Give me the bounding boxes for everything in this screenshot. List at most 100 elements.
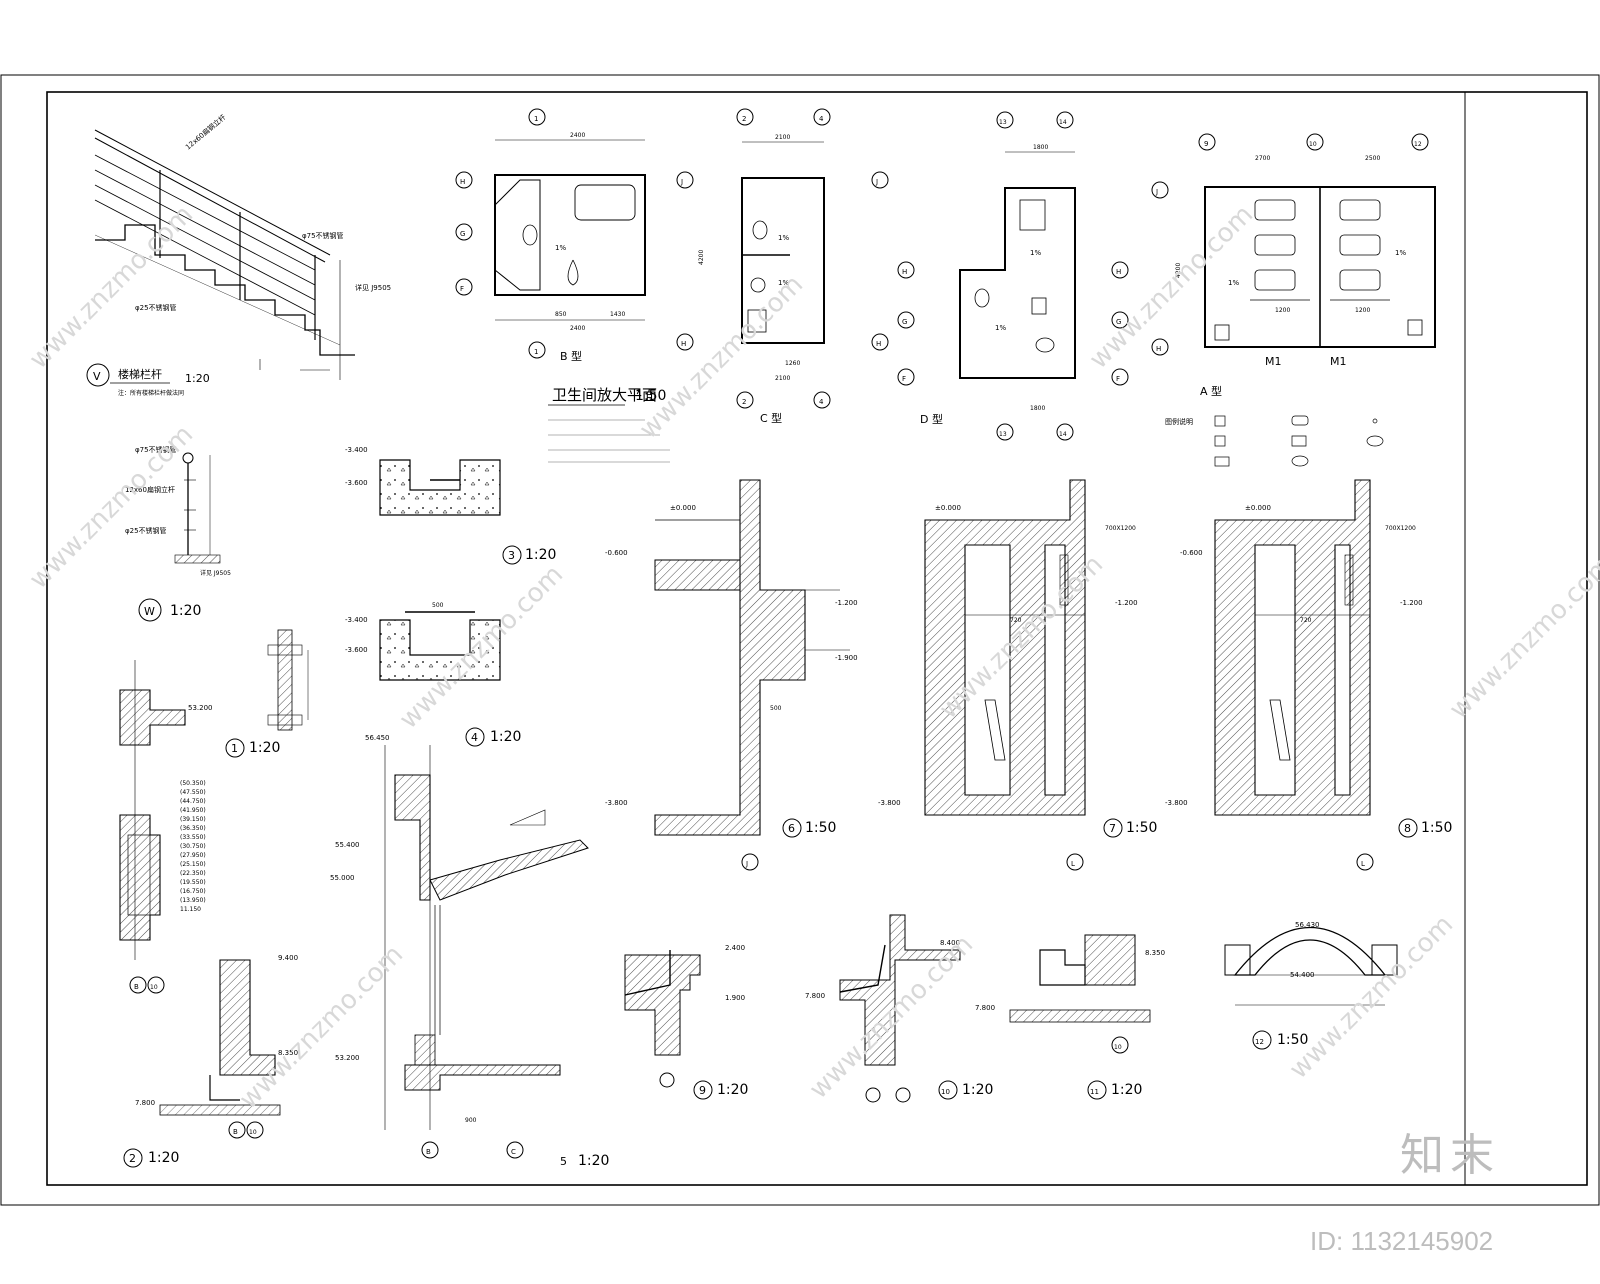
planb-axis-f: F [460, 285, 464, 293]
d6-elev-38: -3.800 [605, 799, 628, 807]
plan-b-type: 2400 2400 1430 850 1% 1 1 H G F B 型 [455, 108, 646, 363]
brand-logo: 知末 [1400, 1130, 1500, 1181]
svg-text:(30.750): (30.750) [180, 843, 206, 850]
d8-dim-window: 700X1200 [1385, 525, 1416, 532]
detail-2-scale: 1:20 [148, 1150, 179, 1166]
detail-9-scale: 1:20 [717, 1082, 748, 1098]
d11-elev-78: 7.800 [975, 1004, 995, 1012]
detail-11-number: 11 [1090, 1088, 1099, 1096]
svg-text:(16.750): (16.750) [180, 888, 206, 895]
plana-door-m1a: M1 [1265, 355, 1282, 368]
svg-text:(39.150): (39.150) [180, 816, 206, 823]
outer-frame [0, 74, 1600, 1206]
detail-6-number: 6 [788, 822, 795, 835]
pland-slope2: 1% [995, 324, 1006, 332]
detail-12-scale: 1:50 [1277, 1032, 1308, 1048]
d12-elev-5643: 56.430 [1295, 921, 1320, 929]
pland-axis-14: 14 [1059, 119, 1067, 126]
planc-dim-top: 2100 [775, 134, 790, 141]
pland-axis-14b: 14 [1059, 431, 1067, 438]
planb-label: B 型 [560, 349, 582, 363]
svg-text:(22.350): (22.350) [180, 870, 206, 877]
watermark-3: www.znzmo.com [394, 560, 569, 735]
d7-elev-12: -1.200 [1115, 599, 1138, 607]
planb-axis-1b: 1 [534, 348, 538, 356]
detail-v-note: 注：所有楼梯栏杆做法同 [118, 389, 184, 397]
planc-axis-4: 4 [819, 115, 824, 123]
d6-elev-06: -0.600 [605, 549, 628, 557]
detail-v-letter: V [93, 370, 101, 383]
svg-text:(41.950): (41.950) [180, 807, 206, 814]
col-axis-10: 10 [150, 984, 158, 991]
plan-title: 卫生间放大平面 1:50 [548, 386, 670, 463]
d5-elev-5645: 56.450 [365, 734, 390, 742]
plan-title-text: 卫生间放大平面 [552, 386, 657, 404]
elevation-list: (50.350) (47.550) (44.750) (41.950) (39.… [180, 780, 206, 913]
detail-4-number: 4 [471, 731, 478, 744]
detail-5-number: 5 [560, 1155, 567, 1168]
pland-axis-g2: G [1116, 318, 1121, 326]
detail-11-scale: 1:20 [1111, 1082, 1142, 1098]
d2-axis-10: 10 [249, 1129, 257, 1136]
d3-elev-bottom: -3.600 [345, 479, 368, 487]
svg-text:11.150: 11.150 [180, 906, 201, 913]
detail-6-section: ±0.000 -0.600 -1.200 -1.900 -3.800 500 J… [605, 479, 858, 871]
d11-elev-835: 8.350 [1145, 949, 1165, 957]
d4-elev-top: -3.400 [345, 616, 368, 624]
pland-axis-f: F [902, 375, 906, 383]
anno-ref: 详见 J9505 [355, 283, 391, 292]
inner-frame [46, 91, 1588, 1186]
plan-a-type: 1% 1% 2700 2500 4200 1200 1200 9 10 12 J… [1151, 133, 1436, 398]
anno-rail-tube: φ75不锈钢管 [302, 231, 344, 240]
detail-5-scale: 1:20 [578, 1153, 609, 1169]
detail-8-scale: 1:50 [1421, 820, 1452, 836]
anno-bar: φ25不锈钢管 [135, 303, 177, 312]
w-anno-bar: φ25不锈钢管 [125, 526, 167, 535]
svg-text:(33.550): (33.550) [180, 834, 206, 841]
planc-axis-h2: H [876, 340, 881, 348]
plan-d-type: 1% 1% 1800 1800 13 14 13 14 H G F H G F … [897, 111, 1129, 441]
legend-title: 图例说明 [1165, 417, 1193, 426]
pland-axis-13: 13 [999, 119, 1007, 126]
detail-3-trench: -3.400 -3.600 3 1:20 [345, 446, 556, 565]
detail-w-scale: 1:20 [170, 603, 201, 619]
planc-axis-2: 2 [742, 115, 746, 123]
d7-dim-720: 720 [1010, 617, 1022, 624]
d9-elev-19: 1.900 [725, 994, 745, 1002]
detail-6-scale: 1:50 [805, 820, 836, 836]
d2-elev-94: 9.400 [278, 954, 298, 962]
plan-title-scale: 1:50 [635, 388, 666, 404]
planb-dim-1430: 1430 [610, 311, 625, 318]
plana-axis-9: 9 [1204, 140, 1208, 148]
pland-dim-bottom: 1800 [1030, 405, 1045, 412]
detail-v-title: 楼梯栏杆 [118, 367, 162, 381]
planc-axis-j2: J [875, 178, 878, 186]
detail-2-number: 2 [129, 1152, 136, 1165]
legend: 图例说明 [1165, 415, 1384, 467]
watermark-2: www.znzmo.com [24, 420, 199, 595]
detail-4-scale: 1:20 [490, 729, 521, 745]
d7-elev-0: ±0.000 [935, 504, 961, 512]
planc-axis-h: H [681, 340, 686, 348]
d7-elev-38: -3.800 [878, 799, 901, 807]
w-anno-flat: 12x60扁钢立杆 [125, 485, 175, 494]
d8-elev-06: -0.600 [1180, 549, 1203, 557]
plan-c-type: 1% 1% 2100 2100 1260 4200 2 4 2 4 J H J … [676, 108, 889, 425]
detail-7-scale: 1:50 [1126, 820, 1157, 836]
watermark-7: www.znzmo.com [1284, 910, 1459, 1085]
pland-axis-13b: 13 [999, 431, 1007, 438]
planc-dim-1260: 1260 [785, 360, 800, 367]
plana-dim-2700: 2700 [1255, 155, 1270, 162]
planc-slope2: 1% [778, 279, 789, 287]
svg-text:(25.150): (25.150) [180, 861, 206, 868]
d5-elev-550: 55.000 [330, 874, 355, 882]
detail-v-marker [86, 363, 110, 387]
detail-12-arch: 56.430 54.400 12 1:50 [1224, 921, 1398, 1050]
d7-axis-l: L [1071, 860, 1075, 868]
detail-9-number: 9 [699, 1084, 706, 1097]
watermark-1: www.znzmo.com [24, 200, 199, 375]
watermark-8: www.znzmo.com [1444, 550, 1600, 725]
plana-slope2: 1% [1395, 249, 1406, 257]
